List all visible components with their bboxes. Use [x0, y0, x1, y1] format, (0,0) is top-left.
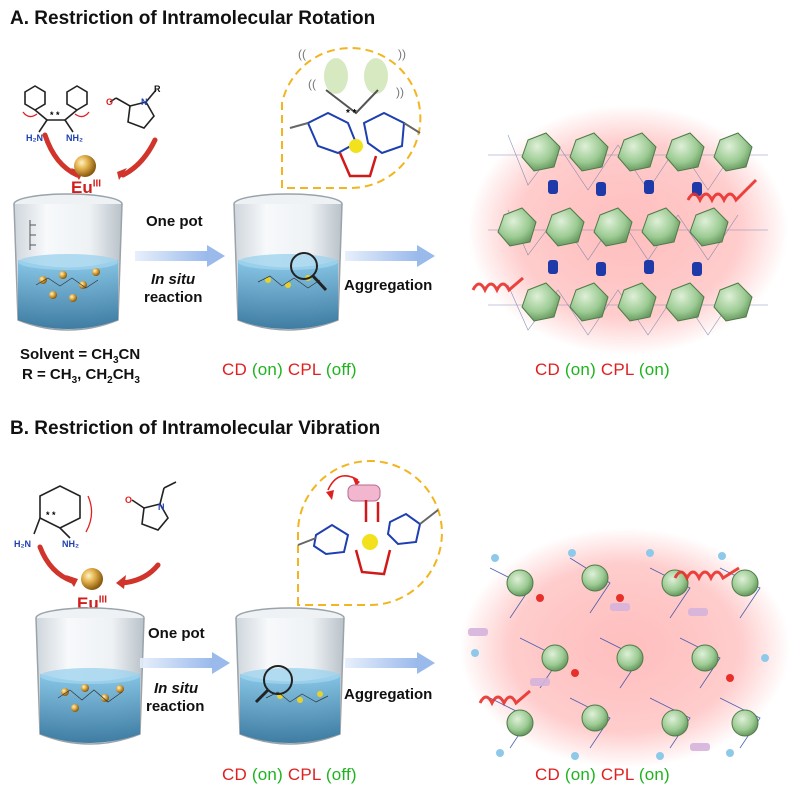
- diamine-molecule-b: * *: [33, 485, 93, 539]
- aggregate-structure-a: [468, 105, 788, 355]
- amine-label-b2: NH₂: [62, 539, 79, 549]
- imidazole-aldehyde-a: [109, 89, 157, 129]
- beaker-a1: [13, 193, 123, 331]
- svg-text:)): )): [396, 85, 404, 99]
- step-in-situ-a: In situ: [151, 271, 196, 288]
- callout-rotation-a: (( )) (( )) * *: [281, 47, 422, 189]
- svg-text:((: ((: [308, 77, 316, 91]
- metal-label-a: EuIII: [71, 178, 102, 197]
- beaker-a2: [233, 193, 343, 331]
- diamine-molecule-a: * *: [22, 85, 90, 133]
- step-reaction-b: reaction: [146, 698, 205, 715]
- status-a-left: CD (on) CPL (off): [222, 360, 357, 379]
- r-group-label: R = CH3, CH2CH3: [22, 366, 140, 386]
- aldehyde-o-b: O: [125, 495, 133, 505]
- step-one-pot-b: One pot: [148, 625, 205, 642]
- europium-sphere-a: [74, 155, 96, 177]
- europium-sphere-b: [81, 568, 103, 590]
- amine-label-a2: NH₂: [66, 133, 83, 143]
- arrow-a2: [345, 245, 435, 267]
- section-a-title: A. Restriction of Intramolecular Rotatio…: [10, 8, 376, 29]
- red-arrows-a: [42, 132, 158, 180]
- svg-text:((: ((: [298, 47, 306, 61]
- callout-vibration-b: [297, 460, 443, 606]
- svg-text:* *: * *: [50, 110, 60, 120]
- arrow-a1: [135, 245, 225, 267]
- section-b-title: B. Restriction of Intramolecular Vibrati…: [10, 418, 381, 439]
- step-aggregation-b: Aggregation: [344, 686, 433, 703]
- step-in-situ-b: In situ: [154, 680, 199, 697]
- amine-label-b1: H₂N: [14, 539, 31, 549]
- aldehyde-r-a: R: [154, 84, 161, 94]
- arrow-b2: [345, 652, 435, 674]
- step-reaction-a: reaction: [144, 289, 203, 306]
- step-aggregation-a: Aggregation: [344, 277, 433, 294]
- svg-text:* *: * *: [346, 108, 357, 119]
- status-b-right: CD (on) CPL (on): [535, 765, 670, 784]
- step-one-pot-a: One pot: [146, 213, 203, 230]
- imidazole-aldehyde-b: [131, 481, 177, 531]
- svg-text:* *: * *: [46, 510, 56, 520]
- aldehyde-o-a: O: [106, 97, 114, 107]
- status-a-right: CD (on) CPL (on): [535, 360, 670, 379]
- beaker-b1: [35, 607, 145, 745]
- aldehyde-n-a: N: [141, 97, 148, 107]
- arrow-b1: [140, 652, 230, 674]
- red-arrows-b: [37, 544, 161, 589]
- aggregate-structure-b: [460, 528, 790, 768]
- aldehyde-n-b: N: [158, 502, 165, 512]
- amine-label-a1: H₂N: [26, 133, 43, 143]
- beaker-b2: [235, 607, 345, 745]
- solvent-label: Solvent = CH3CN: [20, 346, 141, 366]
- svg-text:)): )): [398, 47, 406, 61]
- status-b-left: CD (on) CPL (off): [222, 765, 357, 784]
